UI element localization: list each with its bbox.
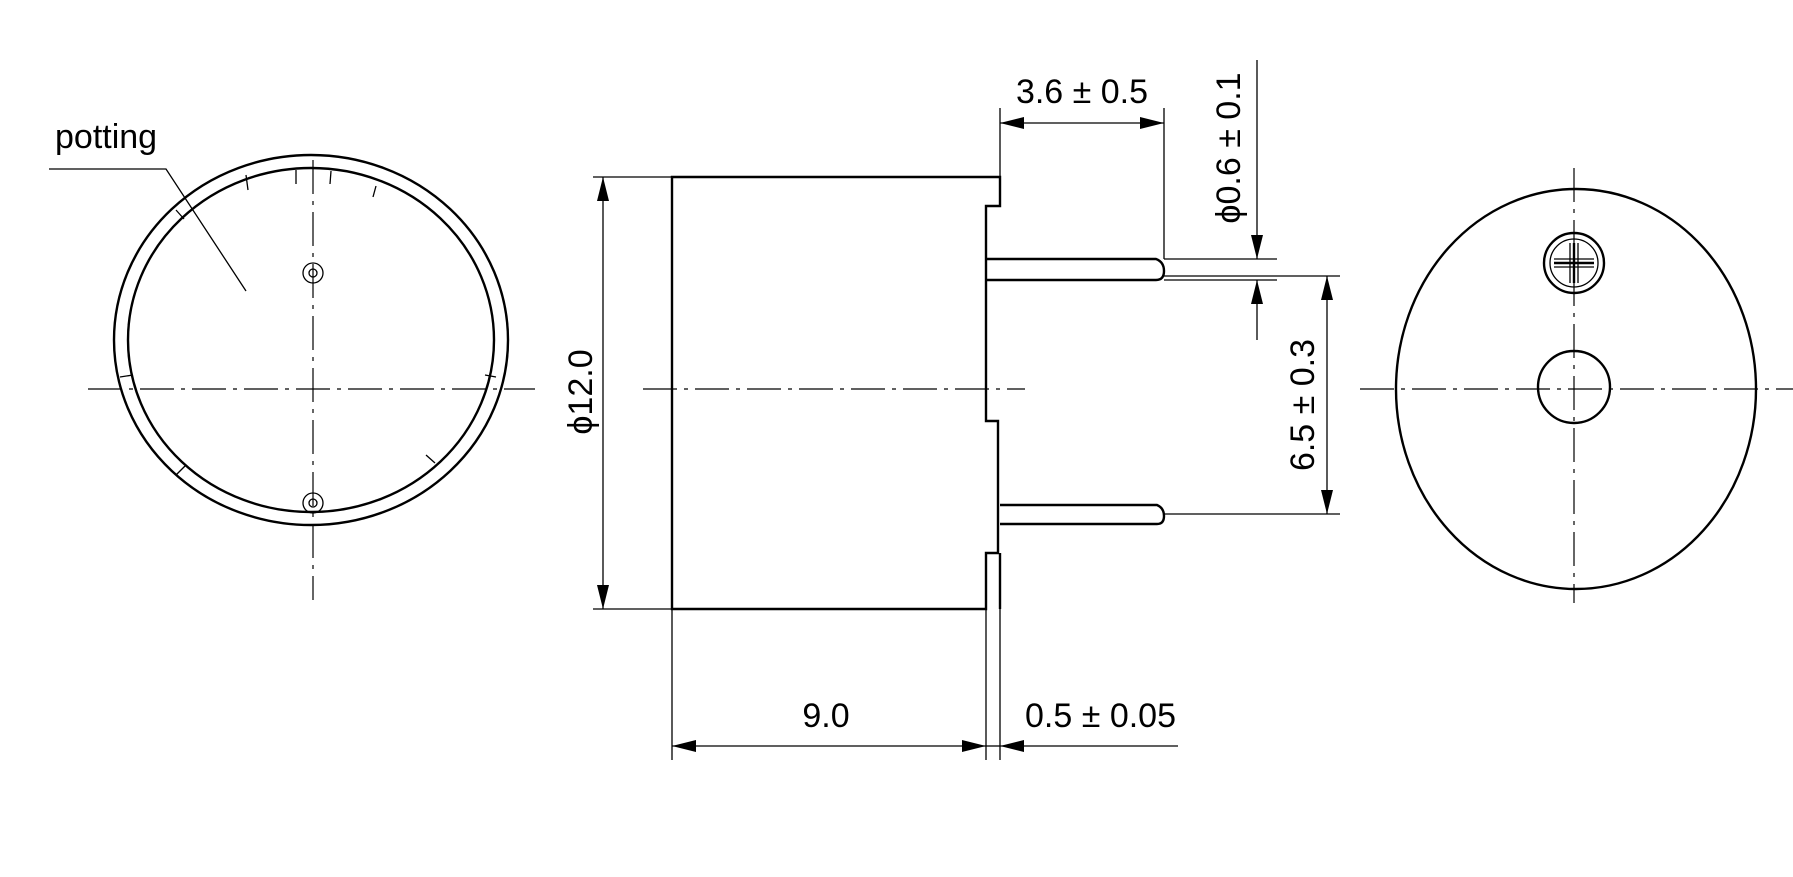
top-view-outer-rim: [112, 153, 510, 527]
dimensions: ϕ12.0 3.6 ± 0.5 ϕ0.6 ± 0.1: [562, 60, 1340, 760]
dim-body-diameter: ϕ12.0: [562, 176, 672, 610]
top-view: potting: [49, 118, 535, 600]
pin-length-label: 3.6 ± 0.5: [1016, 73, 1148, 111]
dim-body-height: 9.0: [671, 609, 987, 760]
dim-pin-diameter: ϕ0.6 ± 0.1: [1164, 60, 1277, 340]
body-height-label: 9.0: [802, 697, 849, 735]
potting-label: potting: [55, 118, 157, 156]
bottom-view: [1360, 168, 1793, 603]
lower-pin: [1000, 503, 1166, 526]
body-diameter-label: ϕ12.0: [562, 349, 600, 434]
dim-pin-spacing: 6.5 ± 0.3: [1164, 275, 1340, 515]
potting-leader-line: [49, 168, 247, 292]
side-view-body-outline: [670, 175, 1002, 611]
pin-diameter-label: ϕ0.6 ± 0.1: [1210, 72, 1248, 223]
dim-pin-length: 3.6 ± 0.5: [999, 73, 1165, 259]
top-view-inner-rim: [126, 166, 496, 514]
upper-pin: [986, 257, 1166, 282]
dim-flange-thickness: 0.5 ± 0.05: [986, 609, 1178, 760]
side-view: [643, 175, 1166, 611]
flange-thickness-label: 0.5 ± 0.05: [1025, 697, 1176, 735]
rim-ticks: [119, 170, 497, 476]
pin-spacing-label: 6.5 ± 0.3: [1284, 339, 1322, 471]
